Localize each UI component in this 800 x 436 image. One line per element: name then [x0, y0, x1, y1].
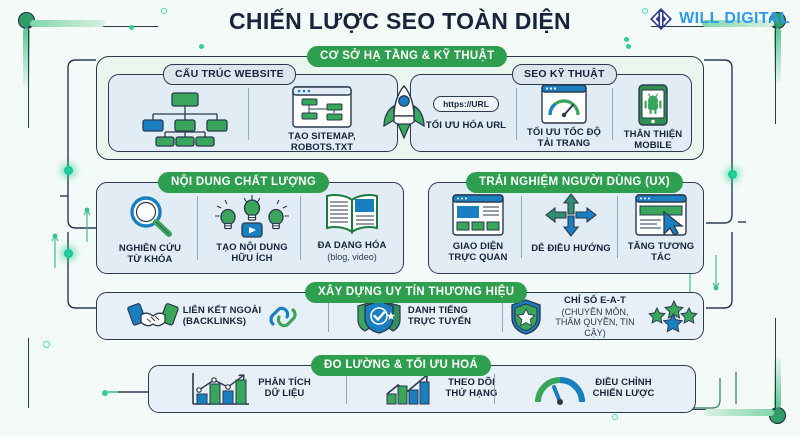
deco-dot-mid-top — [199, 44, 204, 49]
divider-ba-1 — [328, 302, 330, 332]
frame-accent-bottom — [704, 409, 774, 416]
item-sublabel: (blog, video) — [327, 251, 377, 262]
section-badge-ux: TRẢI NGHIỆM NGƯỜI DÙNG (UX) — [466, 172, 683, 193]
item-backlinks[interactable]: LIÊN KẾT NGOÀI (BACKLINKS) — [108, 300, 320, 334]
item-increase-engagement[interactable]: TĂNG TƯƠNG TÁC — [623, 194, 699, 264]
frame-accent-top-right — [702, 20, 774, 27]
stars-icon — [648, 299, 698, 333]
item-data-analysis[interactable]: PHÂN TÍCH DỮ LIỆU — [162, 372, 338, 406]
deco-ring-2 — [642, 8, 648, 14]
item-label: THÂN THIỆN MOBILE — [623, 129, 683, 151]
magnifier-icon — [130, 196, 172, 237]
divider-ts-1 — [516, 88, 518, 140]
item-eat-score[interactable]: CHỈ SỐ E-A-T (CHUYÊN MÔN, THẨM QUYỀN, TI… — [510, 295, 698, 338]
rocket-icon — [383, 84, 425, 140]
bar-line-chart-icon — [192, 373, 250, 405]
item-label: PHÂN TÍCH DỮ LIỆU — [258, 377, 311, 399]
handshake-icon — [127, 303, 179, 327]
logo-text: WILL DIGITAL — [679, 10, 790, 27]
divider-ms-1 — [346, 374, 348, 404]
frame-line-right — [774, 28, 776, 124]
deco-ring-1 — [161, 8, 167, 14]
group-badge-technical-seo: SEO KỸ THUẬT — [512, 64, 617, 85]
page-title: CHIẾN LƯỢC SEO TOÀN DIỆN — [229, 8, 571, 34]
item-strategy-adjust[interactable]: ĐIỀU CHỈNH CHIẾN LƯỢC — [506, 372, 682, 406]
deco-ring-4 — [43, 341, 50, 348]
wire-node-right-1 — [728, 170, 737, 179]
wire-node-left-2 — [64, 249, 73, 258]
deco-dot-1 — [129, 25, 134, 30]
item-label: NGHIÊN CỨU TỪ KHÓA — [118, 243, 182, 265]
sitemap-tree-icon — [142, 92, 228, 147]
item-useful-content[interactable]: TẠO NỘI DUNG HỮU ÍCH — [203, 192, 301, 265]
item-content-diversify[interactable]: ĐA DẠNG HÓA (blog, video) — [306, 192, 398, 262]
divider-ts-2 — [612, 88, 614, 140]
item-sitemap-robots[interactable]: TẠO SITEMAP, ROBOTS.TXT — [258, 86, 386, 154]
frame-line-left — [28, 28, 30, 128]
divider-qc-1 — [197, 196, 199, 260]
speed-gauge-browser-icon — [541, 84, 587, 124]
section-badge-brand-authority: XÂY DỰNG UY TÍN THƯƠNG HIỆU — [305, 282, 528, 303]
divider-ba-2 — [502, 302, 504, 332]
wire-node-left-1 — [64, 166, 73, 175]
item-sitemap-tree[interactable] — [130, 88, 240, 147]
chain-link-icon — [269, 306, 297, 328]
frame-line-right-b — [774, 318, 776, 408]
divider-ms-2 — [494, 374, 496, 404]
rising-bars-arrow-icon — [386, 374, 430, 405]
layout-wireframe-icon — [452, 194, 504, 236]
divider-qc-2 — [300, 196, 302, 260]
item-label: DỄ ĐIỀU HƯỚNG — [531, 243, 611, 254]
item-label: TĂNG TƯƠNG TÁC — [627, 241, 695, 263]
item-label: LIÊN KẾT NGOÀI (BACKLINKS) — [182, 305, 262, 327]
item-label: TỐI ƯU HÓA URL — [425, 120, 507, 131]
open-book-icon — [326, 194, 378, 235]
divider-ux-2 — [617, 196, 619, 258]
item-online-reputation[interactable]: DANH TIẾNG TRỰC TUYẾN — [338, 300, 490, 334]
shield-check-icon — [357, 300, 401, 334]
diamond-code-logo-icon — [650, 8, 673, 30]
corner-accent-right — [774, 28, 781, 83]
group-badge-website-structure: CẤU TRÚC WEBSITE — [163, 64, 296, 85]
item-rank-tracking[interactable]: THEO DÕI THỨ HẠNG — [356, 372, 524, 406]
item-page-speed[interactable]: TỐI ƯU TỐC ĐỘ TẢI TRANG — [522, 84, 606, 150]
item-visual-interface[interactable]: GIAO DIỆN TRỰC QUAN — [436, 194, 520, 264]
item-label: DANH TIẾNG TRỰC TUYẾN — [407, 305, 472, 327]
four-way-arrows-icon — [545, 193, 597, 237]
deco-dot-2 — [624, 37, 629, 42]
item-label: ĐIỀU CHỈNH CHIẾN LƯỢC — [592, 377, 655, 399]
item-label: TỐI ƯU TỐC ĐỘ TẢI TRANG — [526, 127, 602, 149]
item-url-optimization[interactable]: https://URL TỐI ƯU HÓA URL — [419, 96, 513, 132]
section-badge-measure: ĐO LƯỜNG & TỐI ƯU HOÁ — [311, 355, 492, 376]
browser-sitemap-icon — [292, 86, 352, 128]
frame-accent-top — [30, 20, 105, 27]
section-badge-infrastructure: CƠ SỞ HẠ TẦNG & KỸ THUẬT — [307, 46, 508, 67]
mobile-phone-icon — [638, 84, 668, 126]
item-sublabel: (CHUYÊN MÔN, THẨM QUYỀN, TIN CẬY) — [555, 306, 635, 338]
item-label: ĐA DẠNG HÓA — [317, 240, 387, 251]
shield-star-icon — [511, 299, 541, 335]
item-label: TẠO NỘI DUNG HỮU ÍCH — [216, 242, 288, 264]
divider-ux-1 — [521, 196, 523, 258]
deco-ring-3 — [612, 414, 618, 420]
item-rocket — [381, 84, 427, 146]
gauge-dial-icon — [534, 377, 585, 405]
url-pill-icon: https://URL — [433, 96, 499, 112]
section-badge-quality-content: NỘI DUNG CHẤT LƯỢNG — [158, 172, 330, 193]
item-label: THEO DÕI THỨ HẠNG — [445, 377, 498, 399]
item-label: GIAO DIỆN TRỰC QUAN — [448, 241, 508, 263]
cursor-click-browser-icon — [635, 194, 687, 236]
divider-ws-1 — [248, 88, 250, 140]
item-easy-navigation[interactable]: DỄ ĐIỀU HƯỚNG — [527, 192, 615, 255]
wire-node-left-3 — [102, 390, 108, 396]
item-mobile-friendly[interactable]: THÂN THIỆN MOBILE — [620, 84, 686, 152]
item-label: CHỈ SỐ E-A-T — [564, 295, 626, 307]
deco-dot-mid-top-2 — [626, 44, 631, 49]
lightbulbs-video-icon — [215, 195, 289, 238]
brand-logo: WILL DIGITAL — [648, 7, 790, 31]
item-label: TẠO SITEMAP, ROBOTS.TXT — [288, 131, 356, 153]
frame-line-left-b — [28, 338, 30, 408]
corner-accent-left — [23, 28, 30, 88]
item-keyword-research[interactable]: NGHIÊN CỨU TỪ KHÓA — [104, 194, 196, 266]
